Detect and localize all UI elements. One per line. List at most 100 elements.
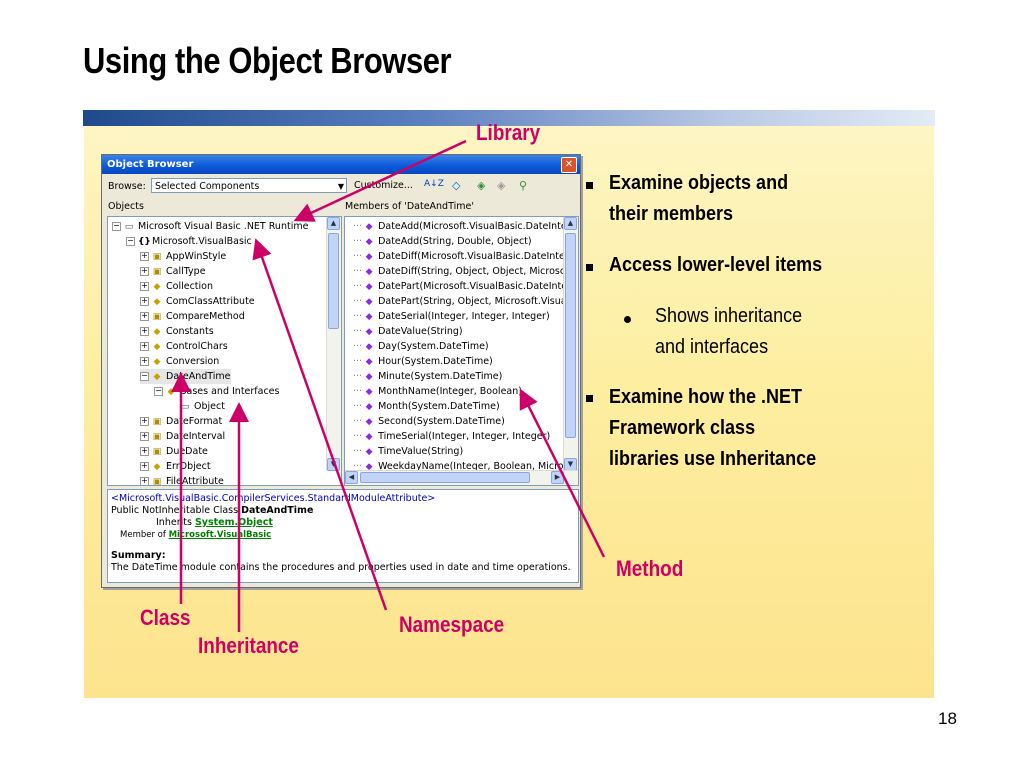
browse-dropdown[interactable]: Selected Components ▼: [151, 178, 347, 193]
member-item[interactable]: ···◆WeekdayName(Integer, Boolean, Micro: [353, 459, 564, 474]
sort-icon[interactable]: A↓Z: [424, 179, 444, 189]
tree-item-label: Bases and Interfaces: [180, 386, 280, 397]
member-item[interactable]: ···◆DateValue(String): [353, 324, 463, 339]
member-item[interactable]: ···◆DateAdd(String, Double, Object): [353, 234, 532, 249]
member-of-link[interactable]: Microsoft.VisualBasic: [168, 530, 272, 540]
expand-icon[interactable]: +: [140, 281, 149, 291]
tree-item[interactable]: +◆ErrObject: [140, 459, 211, 474]
scroll-up-icon[interactable]: ▲: [327, 217, 340, 230]
inherits-link[interactable]: System.Object: [194, 517, 273, 528]
members-horizontal-scrollbar[interactable]: ◀ ▶: [345, 470, 578, 485]
expand-icon[interactable]: +: [140, 446, 149, 456]
member-label: DateDiff(String, Object, Object, Microsc: [378, 266, 566, 277]
expand-icon[interactable]: +: [140, 476, 149, 485]
member-item[interactable]: ···◆DateDiff(Microsoft.VisualBasic.DateI…: [353, 249, 569, 264]
tree-item[interactable]: −◆Bases and Interfaces: [154, 384, 279, 399]
scroll-thumb[interactable]: [565, 233, 576, 438]
tree-item[interactable]: ▭ Object: [168, 399, 225, 414]
expand-icon[interactable]: +: [140, 266, 149, 276]
member-item[interactable]: ···◆Minute(System.DateTime): [353, 369, 502, 384]
member-label: DateAdd(Microsoft.VisualBasic.DateInte: [378, 221, 567, 232]
close-icon[interactable]: ✕: [561, 157, 577, 173]
tree-item[interactable]: +▣FileAttribute: [140, 474, 224, 485]
tree-connector: ···: [353, 431, 363, 442]
member-item[interactable]: ···◆Hour(System.DateTime): [353, 354, 493, 369]
tree-item-label: CompareMethod: [166, 311, 245, 322]
expand-icon[interactable]: +: [140, 416, 149, 426]
find-symbol-icon[interactable]: ⚲: [519, 179, 528, 192]
library-icon: ▭: [180, 402, 190, 412]
tree-item-label: Collection: [166, 281, 213, 292]
callout-namespace: Namespace: [399, 612, 505, 637]
method-icon: ◆: [365, 222, 373, 232]
tree-item[interactable]: +▣AppWinStyle: [140, 249, 226, 264]
collapse-icon[interactable]: −: [112, 221, 121, 231]
method-icon: ◆: [365, 327, 373, 337]
members-list-pane[interactable]: ···◆DateAdd(Microsoft.VisualBasic.DateIn…: [344, 216, 579, 486]
dropdown-arrow-icon[interactable]: ▼: [337, 182, 344, 191]
expand-icon[interactable]: +: [140, 431, 149, 441]
method-icon: ◆: [365, 357, 373, 367]
back-icon[interactable]: ◈: [477, 179, 486, 192]
scroll-thumb[interactable]: [328, 233, 339, 329]
member-item[interactable]: ···◆MonthName(Integer, Boolean): [353, 384, 522, 399]
member-item[interactable]: ···◆DatePart(String, Object, Microsoft.V…: [353, 294, 567, 309]
tree-connector: ···: [353, 446, 363, 457]
tree-item[interactable]: +▣DateFormat: [140, 414, 222, 429]
member-item[interactable]: ···◆DateDiff(String, Object, Object, Mic…: [353, 264, 565, 279]
member-item[interactable]: ···◆DatePart(Microsoft.VisualBasic.DateI…: [353, 279, 567, 294]
collapse-icon[interactable]: −: [126, 236, 135, 246]
expand-icon[interactable]: +: [140, 461, 149, 471]
declaration-name: DateAndTime: [241, 505, 314, 516]
member-label: TimeValue(String): [378, 446, 464, 457]
scroll-thumb[interactable]: [360, 472, 530, 483]
scroll-left-icon[interactable]: ◀: [345, 471, 358, 484]
tree-item[interactable]: +◆Constants: [140, 324, 214, 339]
member-item[interactable]: ···◆DateAdd(Microsoft.VisualBasic.DateIn…: [353, 219, 567, 234]
member-of-line: Member of Microsoft.VisualBasic: [120, 529, 271, 541]
tree-item[interactable]: +◆ControlChars: [140, 339, 228, 354]
expand-icon[interactable]: +: [140, 251, 149, 261]
tree-item[interactable]: −▭Microsoft Visual Basic .NET Runtime: [112, 219, 308, 234]
tree-item[interactable]: +▣DateInterval: [140, 429, 225, 444]
member-item[interactable]: ···◆TimeValue(String): [353, 444, 463, 459]
expand-icon[interactable]: +: [140, 311, 149, 321]
objects-tree-pane[interactable]: −▭Microsoft Visual Basic .NET Runtime−{}…: [107, 216, 342, 486]
tree-item[interactable]: +▣CompareMethod: [140, 309, 245, 324]
collapse-icon[interactable]: −: [140, 371, 149, 381]
method-icon: ◆: [365, 372, 373, 382]
tree-item-label: Object: [194, 401, 225, 412]
slide-title: Using the Object Browser: [83, 40, 452, 81]
group-icon[interactable]: ◇: [452, 179, 461, 192]
window-titlebar[interactable]: Object Browser ✕: [102, 155, 580, 174]
expand-icon[interactable]: +: [140, 326, 149, 336]
members-vertical-scrollbar[interactable]: ▲ ▼: [563, 217, 578, 471]
tree-connector: ···: [353, 356, 363, 367]
collapse-icon[interactable]: −: [154, 386, 163, 396]
sub-bullet-line-1: Shows inheritance: [655, 305, 803, 327]
module-icon: ▣: [152, 417, 162, 427]
declaration-line: Public NotInheritable Class DateAndTime: [111, 505, 313, 517]
tree-item-label: CallType: [166, 266, 206, 277]
member-item[interactable]: ···◆Second(System.DateTime): [353, 414, 505, 429]
bullet-3-line-2: Framework class: [609, 417, 756, 439]
member-item[interactable]: ···◆DateSerial(Integer, Integer, Integer…: [353, 309, 550, 324]
bullet-1-line-1: Examine objects and: [609, 172, 789, 194]
expand-icon[interactable]: +: [140, 296, 149, 306]
member-item[interactable]: ···◆Month(System.DateTime): [353, 399, 500, 414]
method-icon: ◆: [365, 267, 373, 277]
tree-item[interactable]: +▣DueDate: [140, 444, 208, 459]
member-item[interactable]: ···◆TimeSerial(Integer, Integer, Integer…: [353, 429, 550, 444]
member-item[interactable]: ···◆Day(System.DateTime): [353, 339, 489, 354]
expand-icon[interactable]: +: [140, 356, 149, 366]
tree-item[interactable]: +◆Collection: [140, 279, 213, 294]
customize-button[interactable]: Customize...: [354, 180, 413, 191]
expand-icon[interactable]: +: [140, 341, 149, 351]
tree-item[interactable]: −{}Microsoft.VisualBasic: [126, 234, 252, 249]
tree-item[interactable]: +◆Conversion: [140, 354, 219, 369]
tree-item[interactable]: +◆ComClassAttribute: [140, 294, 255, 309]
scroll-up-icon[interactable]: ▲: [564, 217, 577, 230]
forward-icon[interactable]: ◈: [497, 179, 506, 192]
tree-item[interactable]: +▣CallType: [140, 264, 206, 279]
